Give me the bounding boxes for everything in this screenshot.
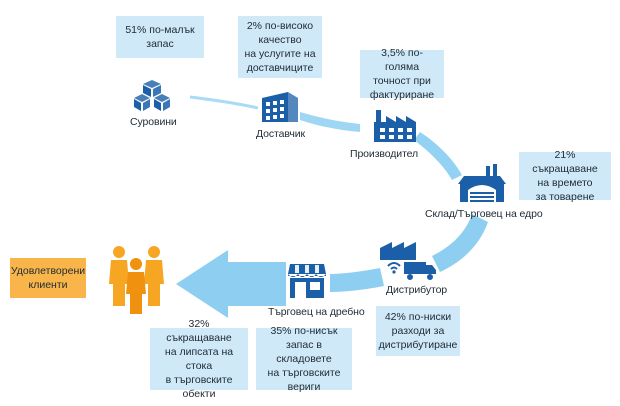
benefit-retailer-box: 35% по-нисък запас в складовете на търго…	[256, 325, 352, 393]
node-supplier-label: Доставчик	[256, 128, 305, 140]
node-retailer-label: Търговец на дребно	[268, 306, 365, 318]
building-icon	[262, 92, 298, 122]
factory-icon	[374, 110, 416, 142]
truck-factory-icon	[380, 242, 436, 280]
node-warehouse-label: Склад/Търговец на едро	[425, 208, 543, 220]
node-raw-label: Суровини	[130, 116, 177, 128]
benefit-raw-box: 51% по-малък запас	[116, 16, 204, 58]
benefit-manufacturer-box: 3,5% по-голяма точност при фактуриране	[360, 47, 444, 101]
cubes-icon	[134, 80, 170, 111]
warehouse-icon	[458, 164, 506, 202]
benefit-supplier-box: 2% по-високо качество на услугите на дос…	[238, 16, 322, 78]
customers-box: Удовлетворени клиенти	[10, 258, 86, 298]
people-icon	[109, 246, 164, 314]
benefit-distributor-box: 42% по-ниски разходи за дистрибутиране	[376, 306, 460, 356]
benefit-retail-stock-box: 32% съкращаване на липсата на стока в тъ…	[150, 318, 248, 400]
store-icon	[288, 264, 326, 298]
benefit-warehouse-box: 21% съкращаване на времето за товарене	[519, 149, 611, 203]
node-manufacturer-label: Производител	[350, 148, 419, 160]
node-distributor-label: Дистрибутор	[386, 284, 448, 296]
